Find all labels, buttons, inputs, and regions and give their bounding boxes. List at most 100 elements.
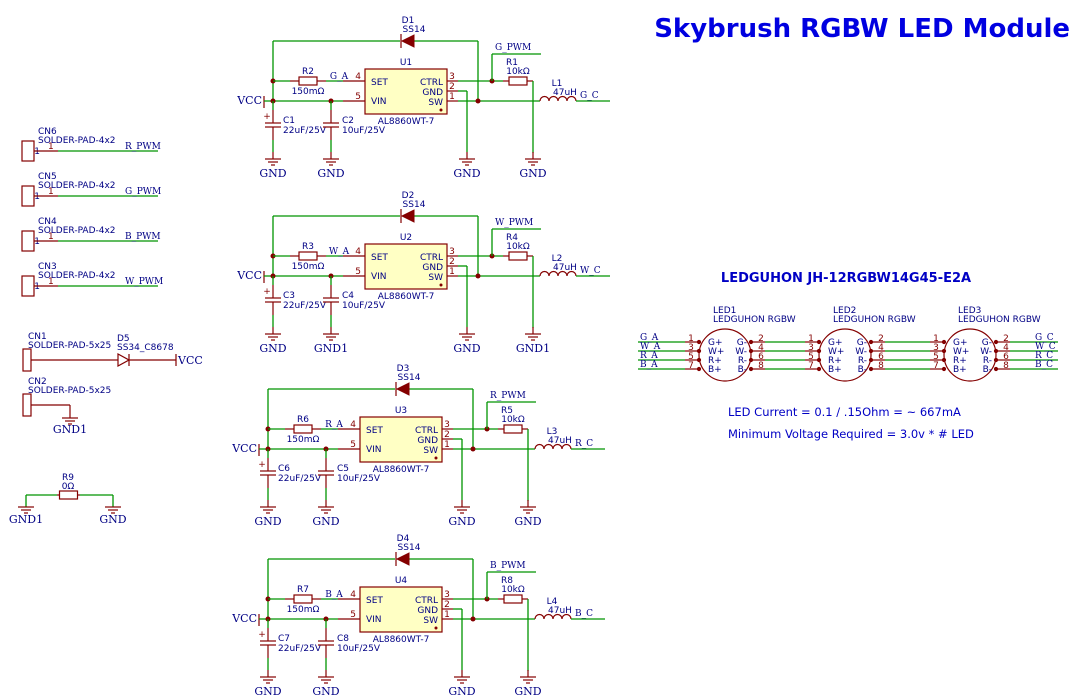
ic-pin-label: VIN [366,615,382,625]
cap-ref: C3 [283,291,295,301]
pin-end [868,339,874,345]
gnd-label: GND [312,515,339,528]
led-part-title: LEDGUHON JH-12RGBW14G45-E2A [721,271,971,286]
ic-body [359,586,443,633]
solder-pad-body [22,393,32,417]
led-pin-label: G+ [708,338,723,348]
gnd-label: GND1 [9,513,43,526]
net-label: W_C [580,266,601,276]
diode-symbol [395,552,410,566]
pin-number: 6 [878,352,884,362]
pin-end [748,366,754,372]
led-pin-label: W- [980,347,992,357]
gnd-label: GND [254,685,281,698]
pin-end [993,339,999,345]
net-label: B_A [325,590,343,600]
diode-value: SS14 [403,25,426,35]
pin-end [816,357,822,363]
resistor-body [298,251,318,261]
pin-number: 4 [758,343,764,353]
net-label: R_PWM [125,142,161,152]
ic-ref: U2 [400,233,412,243]
pin-number: 1 [933,334,939,344]
pad-pin-label: 1 [34,192,40,202]
pin1-marker [434,456,438,460]
ic-ref: U3 [395,406,407,416]
gnd-label: GND1 [314,342,348,355]
pin-number: 4 [355,247,361,257]
pad-value: SOLDER-PAD-5x25 [28,341,111,351]
ic-pin-label: CTRL [415,426,438,436]
pin-number: 2 [444,600,450,610]
pin-number: 2 [878,334,884,344]
led-pin-label: R- [858,356,867,366]
pin-number: 1 [48,142,54,152]
vcc-label: VCC [231,442,257,455]
pin-number: 3 [933,343,939,353]
pin-end [941,348,947,354]
ic-pin-label: VIN [371,97,387,107]
gnd-label: GND1 [516,342,550,355]
pin-number: 1 [444,610,450,620]
vcc-label: VCC [231,612,257,625]
pin-number: 4 [1003,343,1009,353]
pin-end [868,348,874,354]
solder-pad-body [21,275,35,297]
resistor-ref: R5 [501,406,513,416]
resistor-ref: R1 [506,58,518,68]
pin-number: 1 [449,92,455,102]
cap-ref: C4 [342,291,354,301]
schematic-title: Skybrush RGBW LED Module [654,14,1070,44]
junction-dot [470,616,476,622]
pad-pin-label: 1 [34,237,40,247]
vcc-label: VCC [236,269,262,282]
pin-number: 3 [444,420,450,430]
resistor-ref: R4 [506,233,518,243]
net-label: W_PWM [125,277,163,287]
pad-ref: CN4 [38,217,57,227]
pin-number: 6 [1003,352,1009,362]
net-label: W_PWM [495,218,533,228]
pin-number: 5 [350,440,356,450]
led-ref: LED3 [958,306,981,316]
cap-value: 22uF/25V [283,126,327,136]
ic-pin-label: GND [417,436,438,446]
inductor-symbol [534,443,572,450]
cap-ref: C6 [278,464,290,474]
led-pin-label: W+ [828,347,844,357]
resistor-body [503,424,523,434]
resistor-ref: R9 [62,473,74,483]
pin-number: 2 [449,82,455,92]
pin-number: 1 [808,334,814,344]
pad-ref: CN2 [28,377,47,387]
resistor-value: 150mΩ [292,262,325,272]
diode-value: SS14 [403,200,426,210]
pin-number: 3 [444,590,450,600]
pad-value: SOLDER-PAD-4x2 [38,181,116,191]
gnd-label: GND [448,515,475,528]
pin-number: 8 [758,361,764,371]
pin-number: 8 [1003,361,1009,371]
led-pin-label: W+ [708,347,724,357]
ic-pin-label: CTRL [415,596,438,606]
ic-pin-label: GND [417,606,438,616]
ic-pin-label: SET [366,426,383,436]
min-voltage-note: Minimum Voltage Required = 3.0v * # LED [728,427,974,441]
resistor-body [58,490,79,500]
vcc-label: VCC [177,354,203,367]
ic-value: AL8860WT-7 [373,465,430,475]
net-label: G_C [1035,333,1054,343]
pin-number: 2 [758,334,764,344]
ic-pin-label: GND [422,88,443,98]
diode-ref: D5 [117,334,130,344]
led-pin-label: R+ [828,356,842,366]
pin-number: 1 [688,334,694,344]
pin-end [816,339,822,345]
pin-number: 5 [688,352,694,362]
pin1-marker [439,108,443,112]
ic-pin-label: SW [428,273,443,283]
